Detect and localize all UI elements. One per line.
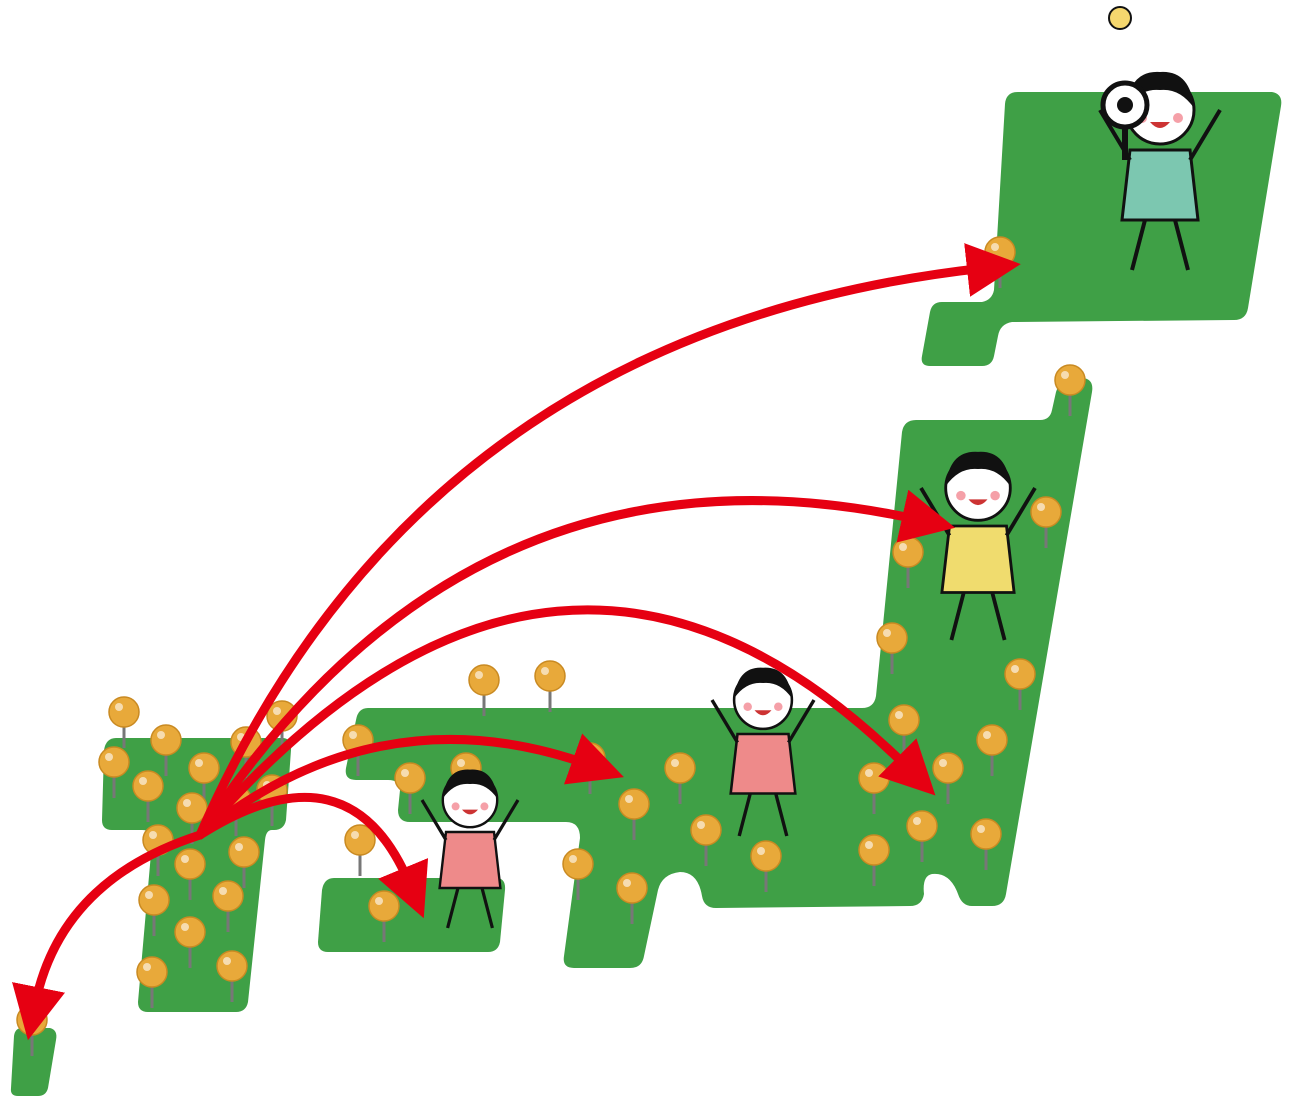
map-pin-icon (394, 762, 426, 814)
map-pin-icon (876, 622, 908, 674)
map-pin-icon (228, 836, 260, 888)
okinawa (10, 1028, 57, 1096)
migration-arrows (12, 243, 1021, 1041)
arrow-icon (195, 733, 624, 840)
map-pin-icon (970, 818, 1002, 870)
arrow-icon (195, 489, 956, 840)
map-pin-icon (188, 752, 220, 804)
map-pin-icon (618, 788, 650, 840)
map-pin-icon (468, 664, 500, 716)
arrow-icon (195, 792, 429, 919)
arrow-icon (195, 243, 1021, 840)
map-pin-icon (344, 824, 376, 876)
map-pin-icon (750, 840, 782, 892)
map-pin-icon (1030, 496, 1062, 548)
map-pin-icon (176, 792, 208, 844)
map-pin-icon (174, 848, 206, 900)
map-pins (16, 236, 1086, 1056)
map-pin-icon (906, 810, 938, 862)
map-pin-icon (664, 752, 696, 804)
map-pin-icon (690, 814, 722, 866)
map-pin-icon (150, 724, 182, 776)
map-pin-icon (534, 660, 566, 712)
arrow-icon (195, 605, 936, 840)
map-pin-icon (562, 848, 594, 900)
map-pin-icon (976, 724, 1008, 776)
lightbulb-icon (1108, 6, 1132, 30)
map-pin-icon (136, 956, 168, 1008)
child-running (710, 667, 816, 837)
map-pin-icon (616, 872, 648, 924)
map-pin-icon (1004, 658, 1036, 710)
map-pin-icon (212, 880, 244, 932)
map-pin-icon (174, 916, 206, 968)
map-pin-icon (132, 770, 164, 822)
hokkaido (921, 92, 1282, 366)
girl-cheering (420, 769, 520, 929)
map-pin-icon (1054, 364, 1086, 416)
map-pin-icon (858, 834, 890, 886)
map-pin-icon (108, 696, 140, 748)
map-pin-icon (138, 884, 170, 936)
child-cheering (919, 451, 1037, 641)
map-pin-icon (98, 746, 130, 798)
land-masses (10, 92, 1282, 1096)
magnifying-glass-icon (1100, 80, 1150, 160)
map-pin-icon (216, 950, 248, 1002)
arrow-icon (12, 830, 205, 1041)
children-figures (420, 6, 1222, 929)
